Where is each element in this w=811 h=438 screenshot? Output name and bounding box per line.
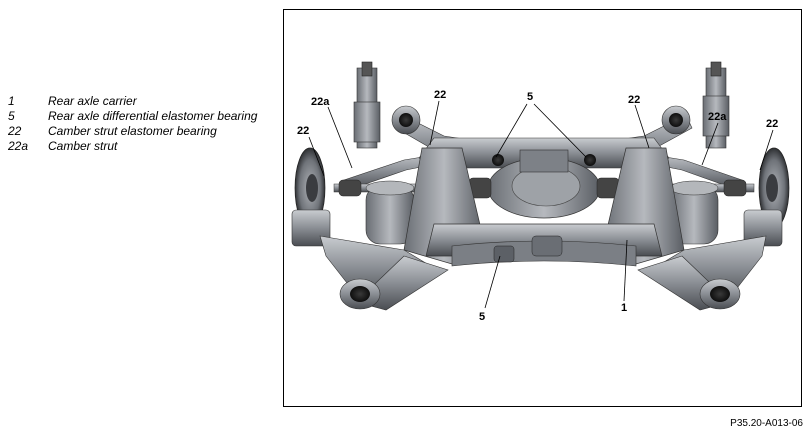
upper-mounts [391,105,691,135]
legend-item-22: 22 Camber strut elastomer bearing [8,124,278,139]
callout-22-top-right: 22 [628,94,640,106]
callout-5-bottom: 5 [479,311,485,323]
legend-item-1: 1 Rear axle carrier [8,94,278,109]
figure-code: P35.20-A013-06 [730,418,803,429]
legend-label: Camber strut elastomer bearing [48,124,217,138]
legend-label: Rear axle carrier [48,94,137,108]
legend-label: Rear axle differential elastomer bearing [48,109,258,123]
callout-5-top: 5 [527,91,533,103]
rear-axle-differential [487,149,601,219]
legend-number: 1 [8,94,15,108]
callout-22-left: 22 [297,125,309,137]
callout-22a-left: 22a [311,96,330,108]
right-shock-absorber [702,61,730,149]
legend-number: 22a [8,139,29,153]
air-springs [365,180,719,245]
callout-22-right: 22 [766,118,778,130]
legend-item-5: 5 Rear axle differential elastomer beari… [8,109,278,124]
left-shock-absorber [353,61,381,149]
legend-label: Camber strut [48,139,118,153]
rear-axle-carrier-illustration: 22a 22 22 5 22 22a 22 5 1 [291,61,790,323]
legend-item-22a: 22a Camber strut [8,139,278,154]
callout-leader-lines [308,100,774,309]
callout-1: 1 [621,302,627,314]
front-carrier-mounts [339,278,741,310]
legend: 1 Rear axle carrier 5 Rear axle differen… [8,94,278,154]
front-differential-bearing [493,235,563,263]
left-wheel-hub [291,147,331,247]
callout-22a-right: 22a [708,111,727,123]
legend-number: 5 [8,109,15,123]
axle-illustration-frame: 22a 22 22 5 22 22a 22 5 1 [283,9,802,407]
right-wheel-hub [743,147,790,247]
legend-number: 22 [8,124,22,138]
callout-22-top-left: 22 [434,89,446,101]
